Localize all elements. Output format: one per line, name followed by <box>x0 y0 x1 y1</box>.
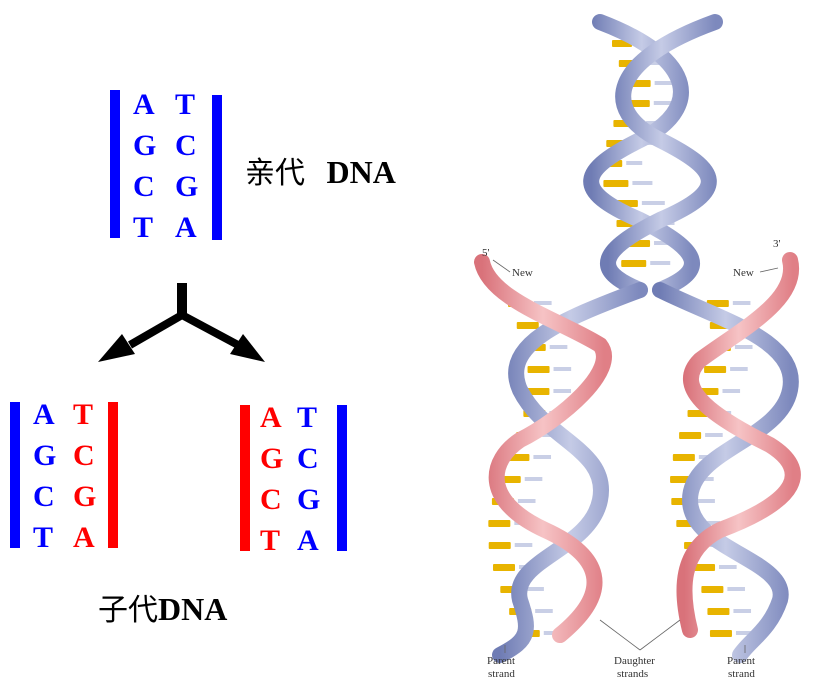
base-pair-rung <box>527 388 550 395</box>
base-pair-rung-shade <box>733 609 752 613</box>
daughter-right-new-strand <box>240 405 250 551</box>
daughter-left-new-base: A <box>73 521 95 554</box>
base-pair-rung-shade <box>534 301 552 305</box>
parent-right-base: T <box>175 88 196 121</box>
parent-right-strand <box>212 95 222 240</box>
daughter-strand-ribbon <box>474 254 612 643</box>
daughter-left-old-base: G <box>33 439 57 472</box>
new-strand-label-right: New <box>733 267 754 279</box>
parent-left-base: G <box>133 129 157 162</box>
base-pair-rung <box>693 564 716 571</box>
base-pair-rung-shade <box>517 499 536 503</box>
daughter-left-old-base: A <box>33 398 55 431</box>
parent-strand-label-right-line1: Parent <box>727 655 755 667</box>
parent-strand-ribbon <box>600 14 723 298</box>
parent-left-base: C <box>133 170 155 203</box>
base-pair-rung-shade <box>727 587 745 591</box>
base-pair-rung <box>493 564 516 571</box>
daughter-left-new-base: G <box>73 480 97 513</box>
base-pair-rung <box>488 542 511 549</box>
parent-strand-ribbon <box>583 14 700 298</box>
base-pair-rung-shade <box>524 477 543 481</box>
parent-strand-label-left: Parent strand <box>487 655 518 680</box>
base-pair-rung <box>488 520 511 527</box>
parent-right-base: G <box>175 170 199 203</box>
daughter-right-old-base: T <box>297 401 318 434</box>
parent-left-base: A <box>133 88 155 121</box>
base-pair-rung-shade <box>533 455 552 459</box>
new-strand-label-left: New <box>512 267 533 279</box>
daughter-left-new-strand <box>108 402 118 548</box>
base-pair-rung-shade <box>719 565 737 569</box>
parent-left-base: T <box>133 211 154 244</box>
base-pair-rung <box>516 322 539 329</box>
parent-label-cn: 亲代 <box>245 156 305 191</box>
base-pair-rung-shade <box>632 181 653 185</box>
base-pair-rung <box>701 586 724 593</box>
base-pair-rung-shade <box>654 81 678 85</box>
base-pair-rung-shade <box>722 389 741 393</box>
daughter-left-new-base: T <box>73 398 94 431</box>
daughter-right-new-base: C <box>260 483 282 516</box>
daughter-strand-ribbon <box>676 252 801 638</box>
three-prime-label: 3' <box>773 238 781 250</box>
base-pair-rung-shade <box>553 389 572 393</box>
daughter-right-old-base: G <box>297 483 321 516</box>
parent-strand-label-right-line2: strand <box>728 668 755 680</box>
base-pair-rung-shade <box>626 161 643 165</box>
daughter-left-new-base: C <box>73 439 95 472</box>
daughter-label-cn: 子代 <box>98 593 158 628</box>
parent-left-strand <box>110 90 120 238</box>
base-pair-rung-shade <box>650 261 671 265</box>
daughter-right-new-base: T <box>260 524 281 557</box>
daughter-right-new-base: G <box>260 442 284 475</box>
daughter-label-en: DNA <box>158 591 228 627</box>
daughter-right-old-strand <box>337 405 347 551</box>
base-pair-rung-shade <box>735 631 754 635</box>
daughter-right-old-base: A <box>297 524 319 557</box>
daughter-right-new-base: A <box>260 401 282 434</box>
base-pair-rung <box>672 454 695 461</box>
parent-strand-label-left-line2: strand <box>488 668 515 680</box>
daughter-strands-label-line1: Daughter <box>614 655 655 667</box>
base-pair-rung <box>704 366 727 373</box>
base-pair-rung-shade <box>549 345 568 349</box>
daughter-left-old-base: T <box>33 521 54 554</box>
daughter-left-old-strand <box>10 402 20 548</box>
five-prime-label: 5' <box>482 247 490 259</box>
parent-strand-ribbon <box>652 282 799 663</box>
parent-dna-label: 亲代 DNA <box>245 148 396 192</box>
parent-right-base: C <box>175 129 197 162</box>
base-pair-rung <box>709 630 732 637</box>
base-pair-rung-shade <box>702 521 720 525</box>
parent-strand-label-left-line1: Parent <box>487 655 515 667</box>
daughter-right-old-base: C <box>297 442 319 475</box>
base-pair-rung-shade <box>553 367 572 371</box>
base-pair-rung-shade <box>730 367 748 371</box>
daughter-left-old-base: C <box>33 480 55 513</box>
base-pair-rung-shade <box>641 201 665 205</box>
base-pair-rung-shade <box>734 345 753 349</box>
base-pair-rung <box>679 432 702 439</box>
base-pair-rung <box>527 366 550 373</box>
base-pair-rung-shade <box>705 433 723 437</box>
parent-right-base: A <box>175 211 197 244</box>
parent-label-en: DNA <box>326 154 396 190</box>
base-pair-rung <box>603 180 629 187</box>
parent-strand-ribbon <box>492 282 648 663</box>
base-pair-rung <box>621 260 647 267</box>
parent-strand-label-right: Parent strand <box>727 655 758 680</box>
daughter-strands-label: Daughter strands <box>614 655 658 680</box>
base-pair-rung-shade <box>526 587 544 591</box>
base-pair-rung-shade <box>697 499 715 503</box>
base-pair-rung-shade <box>535 609 553 613</box>
base-pair-rung-shade <box>653 101 678 105</box>
base-pair-rung-shade <box>514 543 533 547</box>
base-pair-rung <box>707 608 730 615</box>
daughter-strands-label-line2: strands <box>617 668 648 680</box>
base-pair-rung-shade <box>732 301 751 305</box>
daughter-dna-label: 子代DNA <box>98 585 227 629</box>
